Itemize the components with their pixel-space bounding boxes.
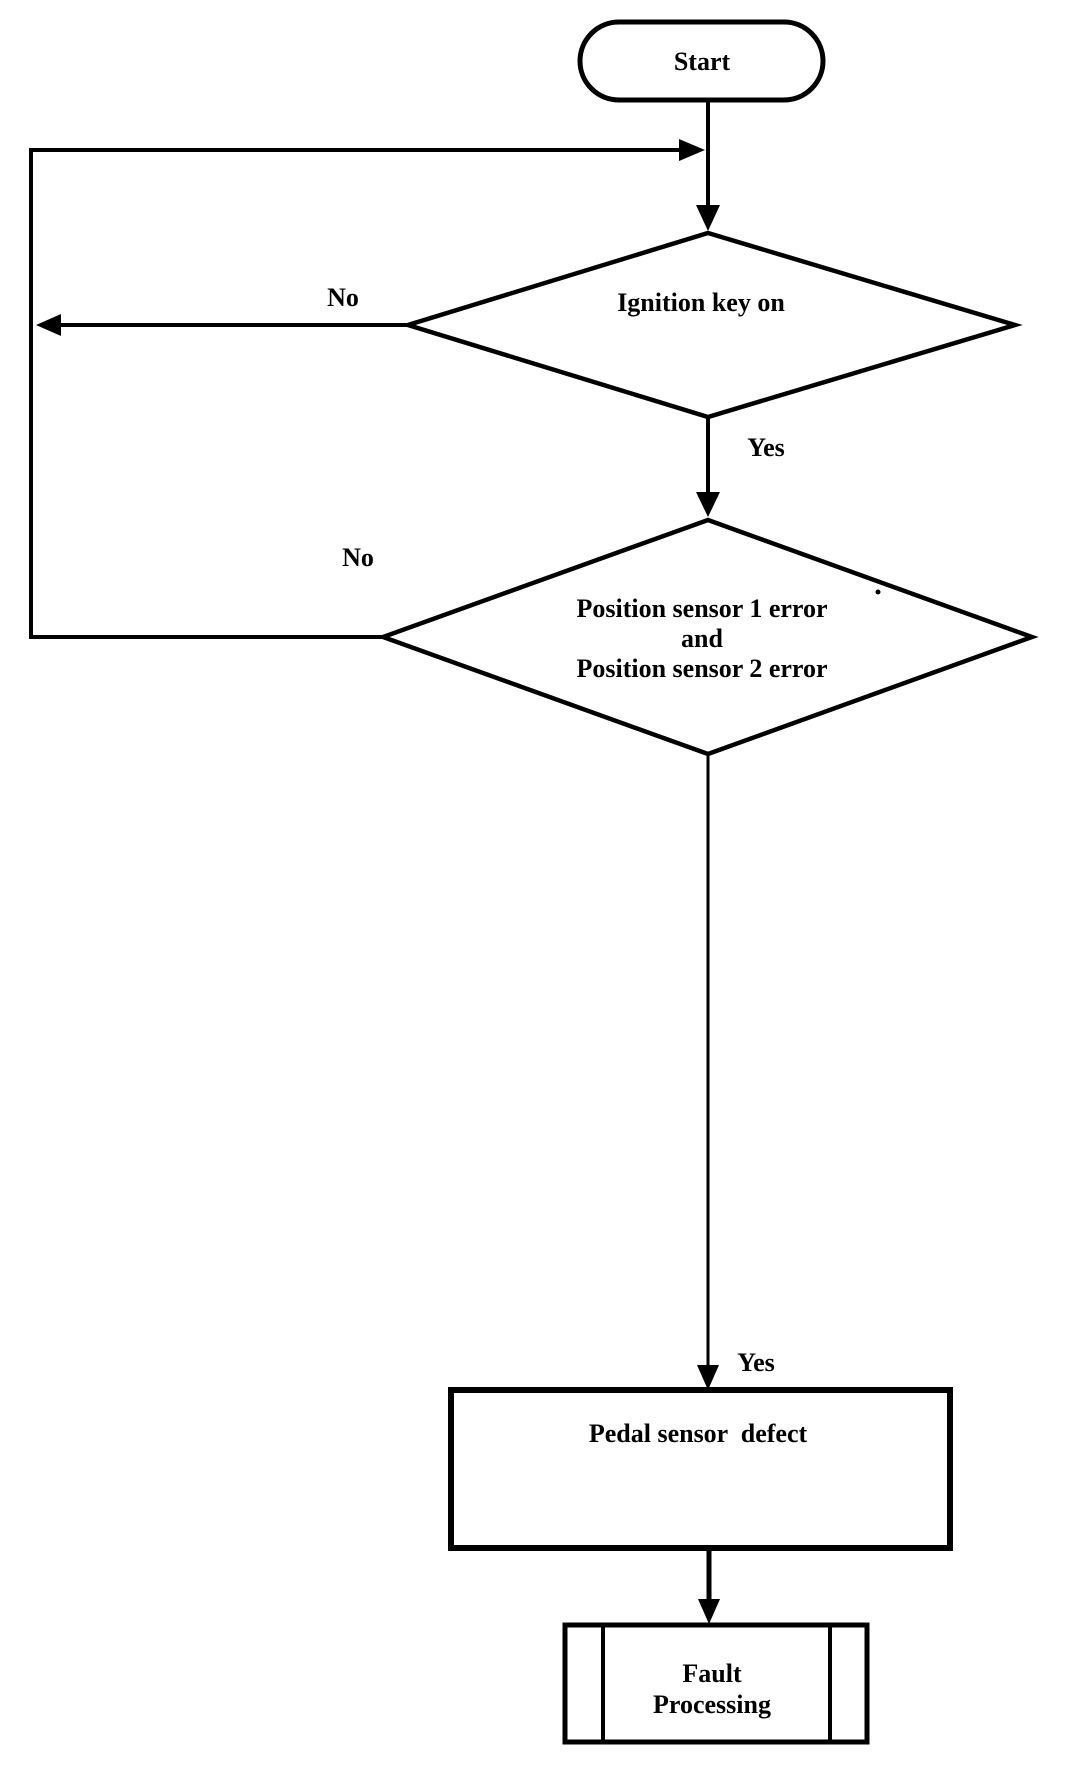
arrow-down-head-icon: [697, 1365, 719, 1390]
arrow-left-head-icon: [36, 314, 61, 336]
node-pedal-label: Pedal sensor defect: [589, 1419, 808, 1448]
edge-pedal-to-fault: [698, 1548, 720, 1624]
edge-start-to-ignition: [696, 100, 720, 231]
node-fault-label-line2: Processing: [653, 1690, 771, 1719]
node-fault-label-line1: Fault: [682, 1659, 742, 1688]
edge-label-no: No: [342, 543, 374, 572]
node-position-label-line2: and: [681, 624, 723, 653]
edge-label-yes: Yes: [737, 1348, 775, 1377]
predefined-process-rect-shape: [562, 1622, 870, 1745]
edge-ignition-yes: Yes: [696, 417, 785, 517]
process-rect-shape: [448, 1387, 953, 1551]
terminator-shape: [577, 19, 826, 103]
decision-diamond-shape: [400, 230, 1023, 420]
edge-label-yes: Yes: [747, 433, 785, 462]
edge-ignition-no: No: [36, 283, 408, 336]
stray-dot-mark: [875, 589, 881, 595]
arrow-down-head-icon: [696, 205, 720, 231]
node-position-sensor-decision: Position sensor 1 error and Position sen…: [376, 517, 1039, 757]
feedback-loop-line: [29, 148, 680, 639]
node-fault-processing: Fault Processing: [562, 1622, 870, 1745]
edge-label-no: No: [327, 283, 359, 312]
edge-position-yes: Yes: [697, 754, 775, 1390]
node-ignition-decision: Ignition key on: [400, 230, 1023, 420]
decision-diamond-shape: [376, 517, 1039, 757]
arrow-down-head-icon: [696, 492, 720, 517]
node-pedal-sensor-defect: Pedal sensor defect: [448, 1387, 953, 1551]
node-ignition-label: Ignition key on: [617, 288, 785, 317]
arrow-right-head-icon: [679, 139, 705, 161]
arrow-down-head-icon: [698, 1599, 720, 1624]
edge-no-feedback-loop: [29, 139, 705, 639]
node-position-label-line1: Position sensor 1 error: [576, 594, 827, 623]
node-start-label: Start: [674, 47, 731, 76]
node-start: Start: [577, 19, 826, 103]
node-position-label-line3: Position sensor 2 error: [576, 654, 827, 683]
